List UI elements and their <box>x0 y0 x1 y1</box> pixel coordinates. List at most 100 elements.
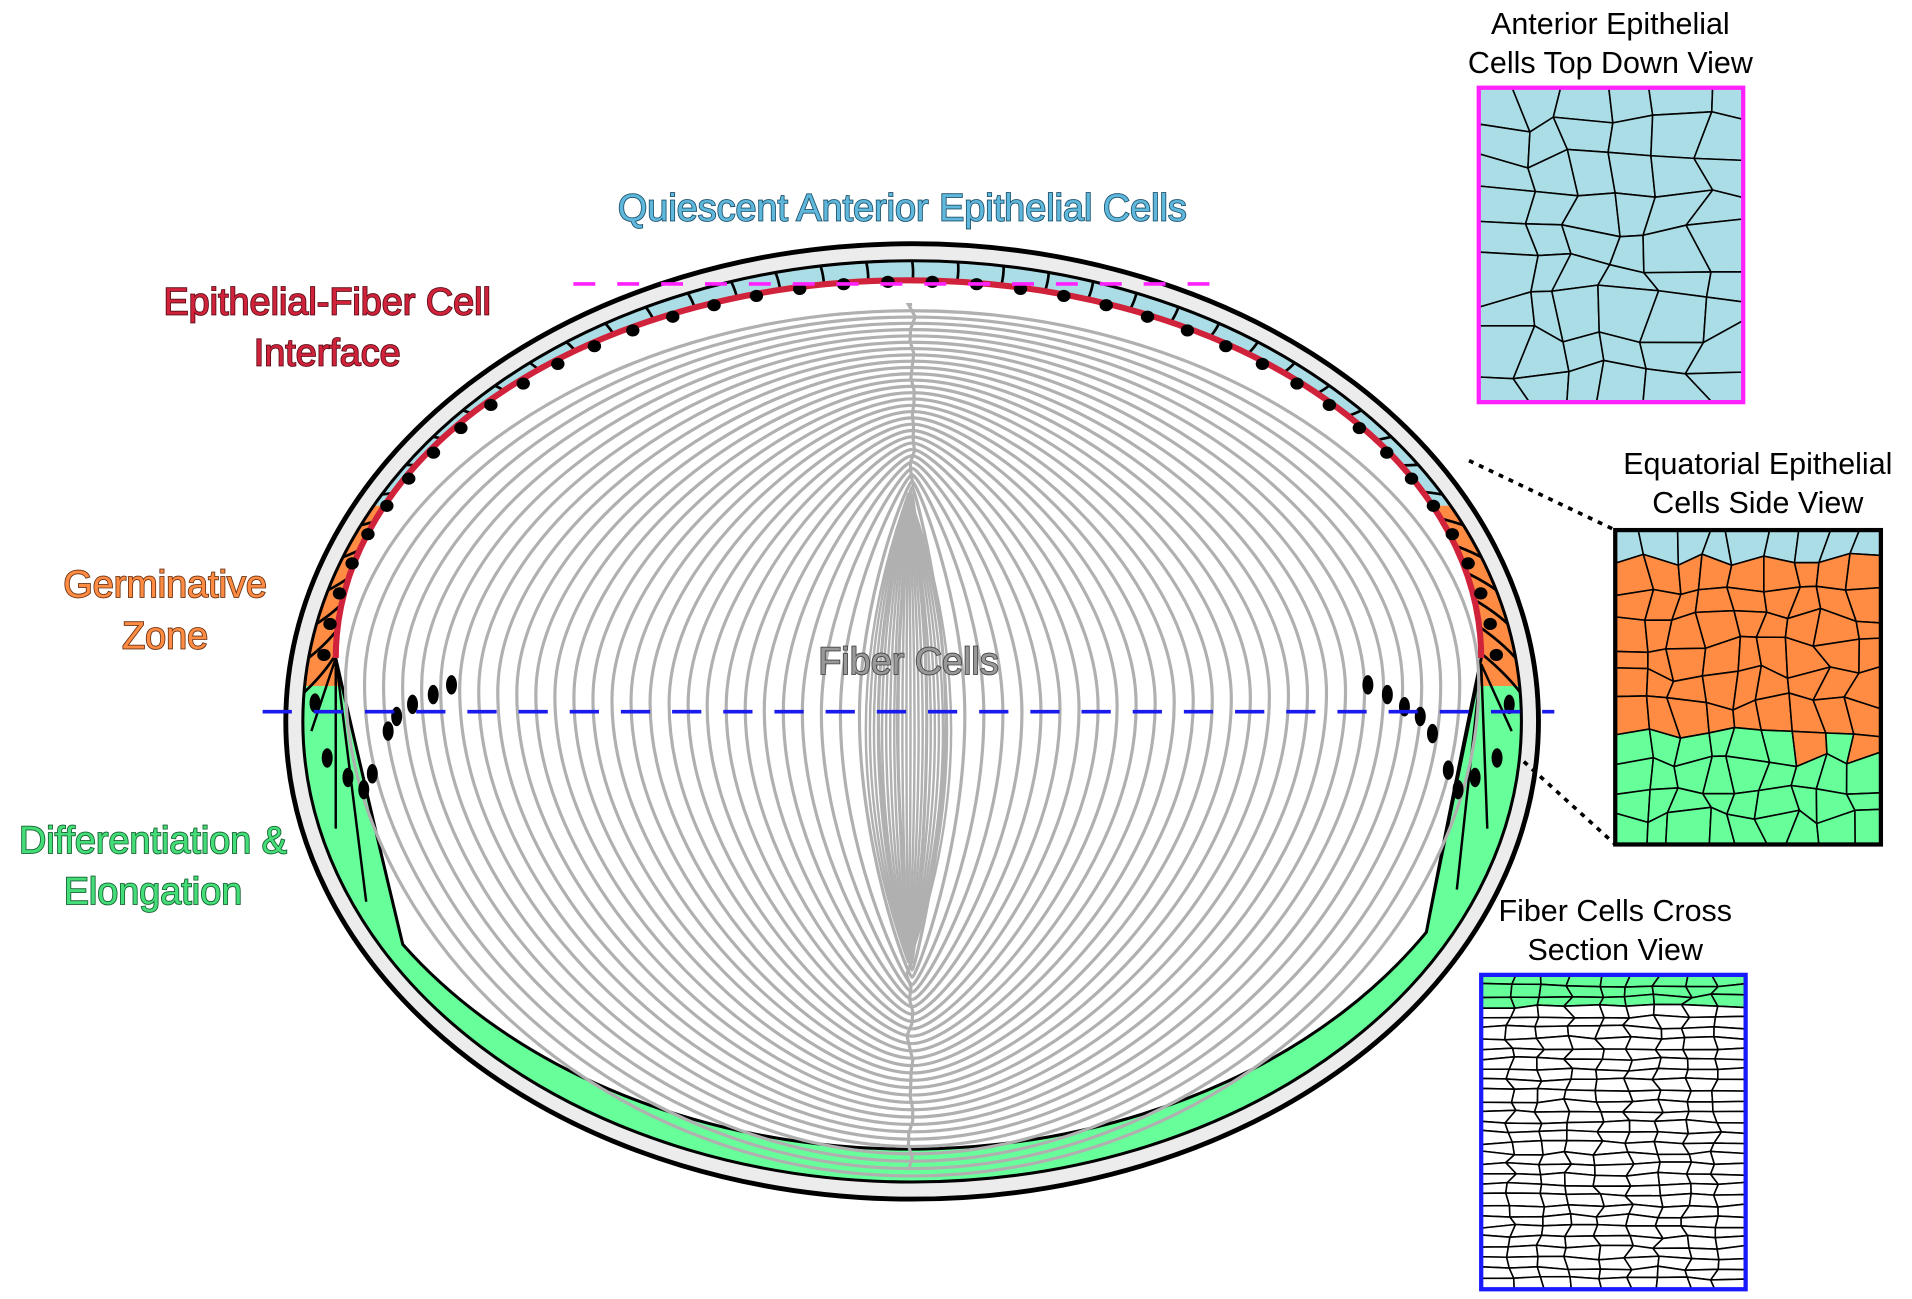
cell <box>1542 1213 1573 1227</box>
nucleus <box>402 472 416 485</box>
cell <box>1480 1246 1510 1259</box>
nucleus <box>1414 706 1426 727</box>
fiber-cell-line <box>912 334 1405 1149</box>
fiber-cell-line <box>401 328 913 1156</box>
cell <box>1855 620 1882 640</box>
fiber-cell-line <box>496 359 913 1119</box>
fiber-cell-line <box>762 447 913 1016</box>
cell <box>1844 552 1882 591</box>
nucleus <box>1219 340 1233 353</box>
fiber-cell-line <box>912 384 1252 1090</box>
nucleus <box>427 684 439 705</box>
label-differentiation-2: Elongation <box>64 871 242 913</box>
cell <box>1614 756 1655 796</box>
fiber-cell-line <box>724 435 913 1031</box>
inset-equatorial-side <box>1613 527 1884 847</box>
cell <box>1656 1153 1693 1163</box>
cell <box>1564 1223 1599 1238</box>
cell <box>1754 692 1794 733</box>
elongating-fiber-line <box>310 657 337 732</box>
inset-fiber-title-2: Section View <box>1527 933 1703 967</box>
fiber-cell-line <box>667 416 913 1053</box>
cell <box>1599 985 1626 999</box>
nucleus <box>1180 324 1195 337</box>
fiber-cell-line <box>880 493 910 963</box>
cell <box>1711 1089 1747 1103</box>
fiber-cell-line <box>912 378 1271 1097</box>
cell <box>1614 695 1651 736</box>
fiber-cell-line <box>912 365 1310 1112</box>
fiber-cell-line <box>912 428 1119 1038</box>
fiber-cell-line <box>343 309 913 1178</box>
fiber-cell-line <box>743 441 913 1024</box>
label-differentiation-1: Differentiation & <box>19 820 287 862</box>
cell <box>1566 1110 1605 1124</box>
nucleus <box>1404 472 1419 485</box>
inset-border <box>1476 85 1746 405</box>
elongating-fiber-line <box>1480 663 1513 732</box>
cell <box>1598 1004 1631 1019</box>
cell <box>1594 1089 1634 1103</box>
cell <box>1504 1181 1543 1195</box>
nucleus <box>309 693 321 713</box>
cell <box>1480 1192 1511 1207</box>
cell <box>1508 1204 1546 1218</box>
zoom-connector-top <box>1468 458 1617 532</box>
cell <box>1480 1007 1516 1019</box>
fiber-cell-line <box>911 466 1005 994</box>
cell <box>1664 806 1713 846</box>
inset-anterior-title-1: Anterior Epithelial <box>1491 7 1730 41</box>
nucleus <box>1140 310 1155 323</box>
cell <box>1505 1244 1539 1259</box>
nucleus <box>1491 748 1503 768</box>
fiber-cell-line <box>907 493 912 963</box>
nucleus <box>1255 357 1270 371</box>
fiber-cell-line <box>901 493 910 963</box>
inset-anterior-title-2: Cells Top Down View <box>1468 46 1754 80</box>
nucleus <box>454 421 468 435</box>
fiber-cell-line <box>534 372 913 1104</box>
nucleus <box>1483 617 1497 631</box>
cell <box>1726 586 1768 614</box>
fiber-cell-line <box>912 372 1290 1104</box>
cell <box>1854 808 1882 846</box>
cell <box>1712 1181 1747 1196</box>
cell <box>1709 1162 1747 1177</box>
cell <box>1682 1048 1719 1060</box>
nucleus <box>1099 299 1113 312</box>
fiber-cell-line <box>912 410 1176 1060</box>
fiber-cell-line <box>912 309 1481 1178</box>
elongating-fiber-line <box>1479 664 1489 829</box>
inset-border <box>1613 527 1884 847</box>
inset-border <box>1479 972 1748 1292</box>
cell <box>1714 1047 1747 1061</box>
fiber-cell-line <box>819 466 913 994</box>
nucleus <box>1398 697 1410 717</box>
cell <box>1510 1087 1539 1104</box>
fiber-cell-line <box>911 447 1062 1016</box>
cell <box>1592 1234 1635 1247</box>
nucleus <box>358 779 370 800</box>
cell <box>1686 1057 1719 1071</box>
fiber-cell-line <box>857 479 914 979</box>
fiber-cell-line <box>910 479 967 979</box>
nucleus <box>587 340 602 353</box>
nucleus <box>1469 767 1481 788</box>
fiber-cell-line <box>911 435 1100 1031</box>
fiber-cell-line <box>907 493 953 964</box>
cell <box>1508 1055 1538 1071</box>
fiber-cell-line <box>686 422 913 1046</box>
cell <box>1592 1151 1635 1167</box>
fiber-cell-line <box>907 493 916 963</box>
nucleus <box>881 275 895 288</box>
fiber-cell-line <box>884 493 910 963</box>
nucleus <box>1352 421 1367 435</box>
cell <box>1607 151 1657 198</box>
nucleus <box>1474 587 1488 600</box>
fiber-cell-line <box>864 493 910 964</box>
cell <box>1480 1181 1508 1195</box>
cell <box>1682 1035 1719 1051</box>
fiber-cell-line <box>553 378 913 1097</box>
